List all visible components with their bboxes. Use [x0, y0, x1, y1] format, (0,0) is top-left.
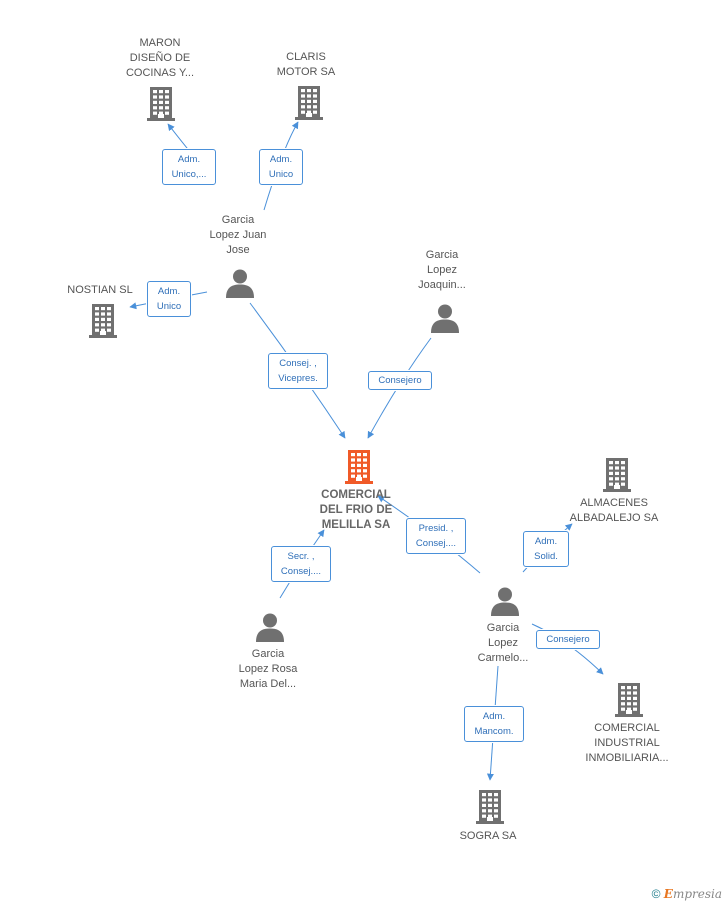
person-icon[interactable] — [255, 612, 285, 647]
building-icon[interactable] — [86, 302, 120, 343]
building-icon[interactable] — [473, 788, 507, 829]
node-label-sogra[interactable]: SOGRA SA — [459, 830, 517, 842]
node-label-comercial-frio[interactable]: COMERCIAL DEL FRIO DE MELILLA SA — [319, 489, 393, 531]
node-label-almacenes[interactable]: ALMACENES ALBADALEJO SA — [569, 497, 659, 524]
node-label-nostian[interactable]: NOSTIAN SL — [67, 284, 133, 296]
person-icon[interactable] — [430, 303, 460, 338]
brand-logo-initial: E — [663, 887, 673, 901]
node-label-garcia-rosa[interactable]: Garcia Lopez Rosa Maria Del... — [238, 648, 298, 690]
relation-juan-nostian[interactable]: Adm. Unico — [147, 281, 191, 317]
relation-juan-claris[interactable]: Adm. Unico — [259, 149, 303, 185]
brand-logo-text: mpresia — [672, 887, 722, 901]
copyright-footer: © Empresia — [652, 887, 722, 901]
relation-carmelo-sogra[interactable]: Adm. Mancom. — [464, 706, 524, 742]
relation-juan-frio[interactable]: Consej. , Vicepres. — [268, 353, 328, 389]
relation-carmelo-almacenes[interactable]: Adm. Solid. — [523, 531, 569, 567]
relation-carmelo-frio[interactable]: Presid. , Consej.... — [406, 518, 466, 554]
building-icon[interactable] — [612, 681, 646, 722]
copyright-symbol: © — [651, 887, 661, 901]
building-icon[interactable] — [144, 85, 178, 126]
building-icon[interactable] — [600, 456, 634, 497]
building-icon[interactable] — [342, 448, 376, 489]
relation-joaquin-frio[interactable]: Consejero — [368, 371, 432, 390]
relation-rosa-frio[interactable]: Secr. , Consej.... — [271, 546, 331, 582]
building-icon[interactable] — [292, 84, 326, 125]
node-label-comercial-ind[interactable]: COMERCIAL INDUSTRIAL INMOBILIARIA... — [585, 722, 669, 764]
node-label-garcia-juan[interactable]: Garcia Lopez Juan Jose — [209, 214, 267, 256]
relation-juan-maron[interactable]: Adm. Unico,... — [162, 149, 216, 185]
node-label-garcia-joaquin[interactable]: Garcia Lopez Joaquin... — [418, 249, 466, 291]
node-label-maron[interactable]: MARON DISEÑO DE COCINAS Y... — [125, 37, 195, 79]
person-icon[interactable] — [490, 586, 520, 621]
person-icon[interactable] — [225, 268, 255, 303]
node-label-claris[interactable]: CLARIS MOTOR SA — [276, 51, 336, 78]
node-label-garcia-carmelo[interactable]: Garcia Lopez Carmelo... — [477, 622, 529, 664]
relation-carmelo-ind[interactable]: Consejero — [536, 630, 600, 649]
